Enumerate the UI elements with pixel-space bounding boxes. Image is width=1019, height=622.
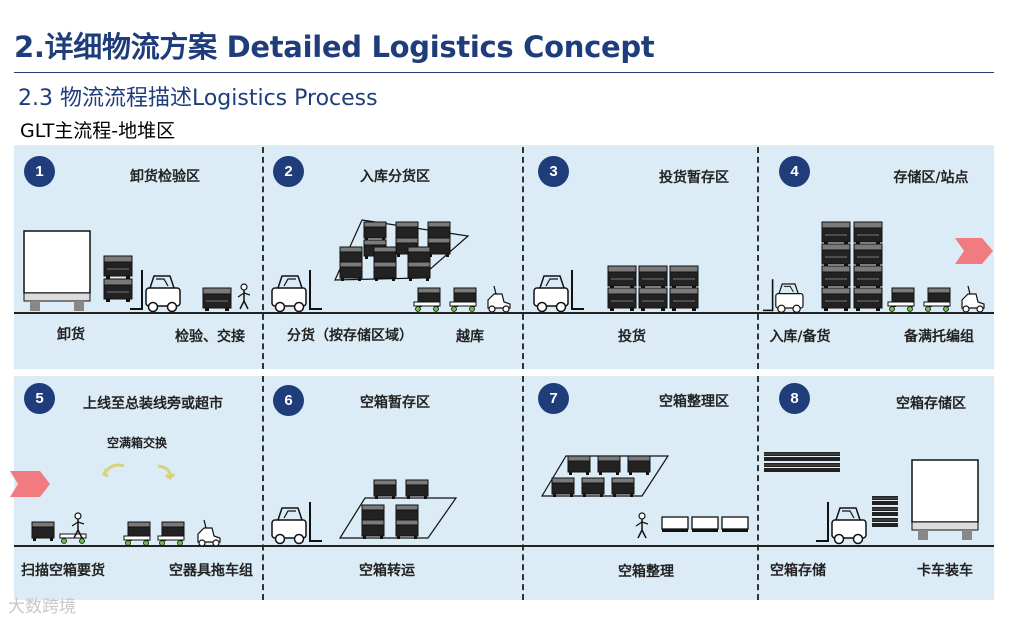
zone-4-title: 存储区/站点 bbox=[893, 170, 969, 186]
zone-1-title: 卸货检验区 bbox=[130, 169, 200, 185]
zone-divider bbox=[757, 147, 759, 369]
zone-7-number-badge: 7 bbox=[538, 383, 569, 414]
zone-6-title: 空箱暂存区 bbox=[360, 395, 430, 411]
page-title: 2.详细物流方案 Detailed Logistics Concept bbox=[14, 30, 655, 64]
zone-7-title: 空箱整理区 bbox=[659, 394, 729, 410]
zone-7-action-sort: 空箱整理 bbox=[618, 564, 674, 580]
zone-2-number-badge: 2 bbox=[273, 156, 304, 187]
zone-1-action-unload: 卸货 bbox=[57, 327, 85, 343]
zone-3-number-badge: 3 bbox=[538, 156, 569, 187]
zone-6-action-transfer: 空箱转运 bbox=[359, 563, 415, 579]
zone-1-number-badge: 1 bbox=[24, 156, 55, 187]
zone-1-action-inspect: 检验、交接 bbox=[175, 329, 245, 345]
zone-2-title: 入库分货区 bbox=[360, 169, 430, 185]
process-band-bottom bbox=[14, 376, 994, 600]
zone-5-title: 上线至总装线旁或超市 bbox=[83, 396, 223, 412]
zone-divider bbox=[522, 147, 524, 369]
zone-divider bbox=[522, 376, 524, 600]
watermark: 大数跨境 bbox=[8, 597, 76, 617]
floor-line-top bbox=[14, 312, 994, 314]
zone-divider bbox=[757, 376, 759, 600]
floor-line-bottom bbox=[14, 545, 994, 547]
zone-8-action-store: 空箱存储 bbox=[770, 563, 826, 579]
zone-4-number-badge: 4 bbox=[779, 156, 810, 187]
zone-2-action-crossdock: 越库 bbox=[456, 329, 484, 345]
zone-8-action-load: 卡车装车 bbox=[917, 563, 973, 579]
zone-divider bbox=[262, 147, 264, 369]
zone-8-title: 空箱存储区 bbox=[896, 396, 966, 412]
flow-arrow-in bbox=[10, 471, 50, 497]
zone-4-action-store: 入库/备货 bbox=[769, 329, 831, 345]
zone-divider bbox=[262, 376, 264, 600]
zone-8-number-badge: 8 bbox=[779, 383, 810, 414]
zone-2-action-sort: 分货（按存储区域） bbox=[287, 328, 413, 344]
zone-5-action-scan: 扫描空箱要货 bbox=[21, 563, 105, 579]
zone-5-number-badge: 5 bbox=[24, 383, 55, 414]
zone-3-title: 投货暂存区 bbox=[659, 170, 729, 186]
section-heading: GLT主流程-地堆区 bbox=[20, 120, 176, 142]
page-subtitle: 2.3 物流流程描述Logistics Process bbox=[18, 86, 378, 111]
zone-5-swap-note: 空满箱交换 bbox=[106, 436, 168, 450]
zone-6-number-badge: 6 bbox=[273, 385, 304, 416]
zone-3-action-feed: 投货 bbox=[618, 329, 646, 345]
zone-5-action-train: 空器具拖车组 bbox=[169, 563, 253, 579]
title-divider bbox=[14, 72, 994, 73]
flow-arrow-out bbox=[955, 238, 993, 264]
zone-4-action-group: 备满托编组 bbox=[904, 329, 974, 345]
